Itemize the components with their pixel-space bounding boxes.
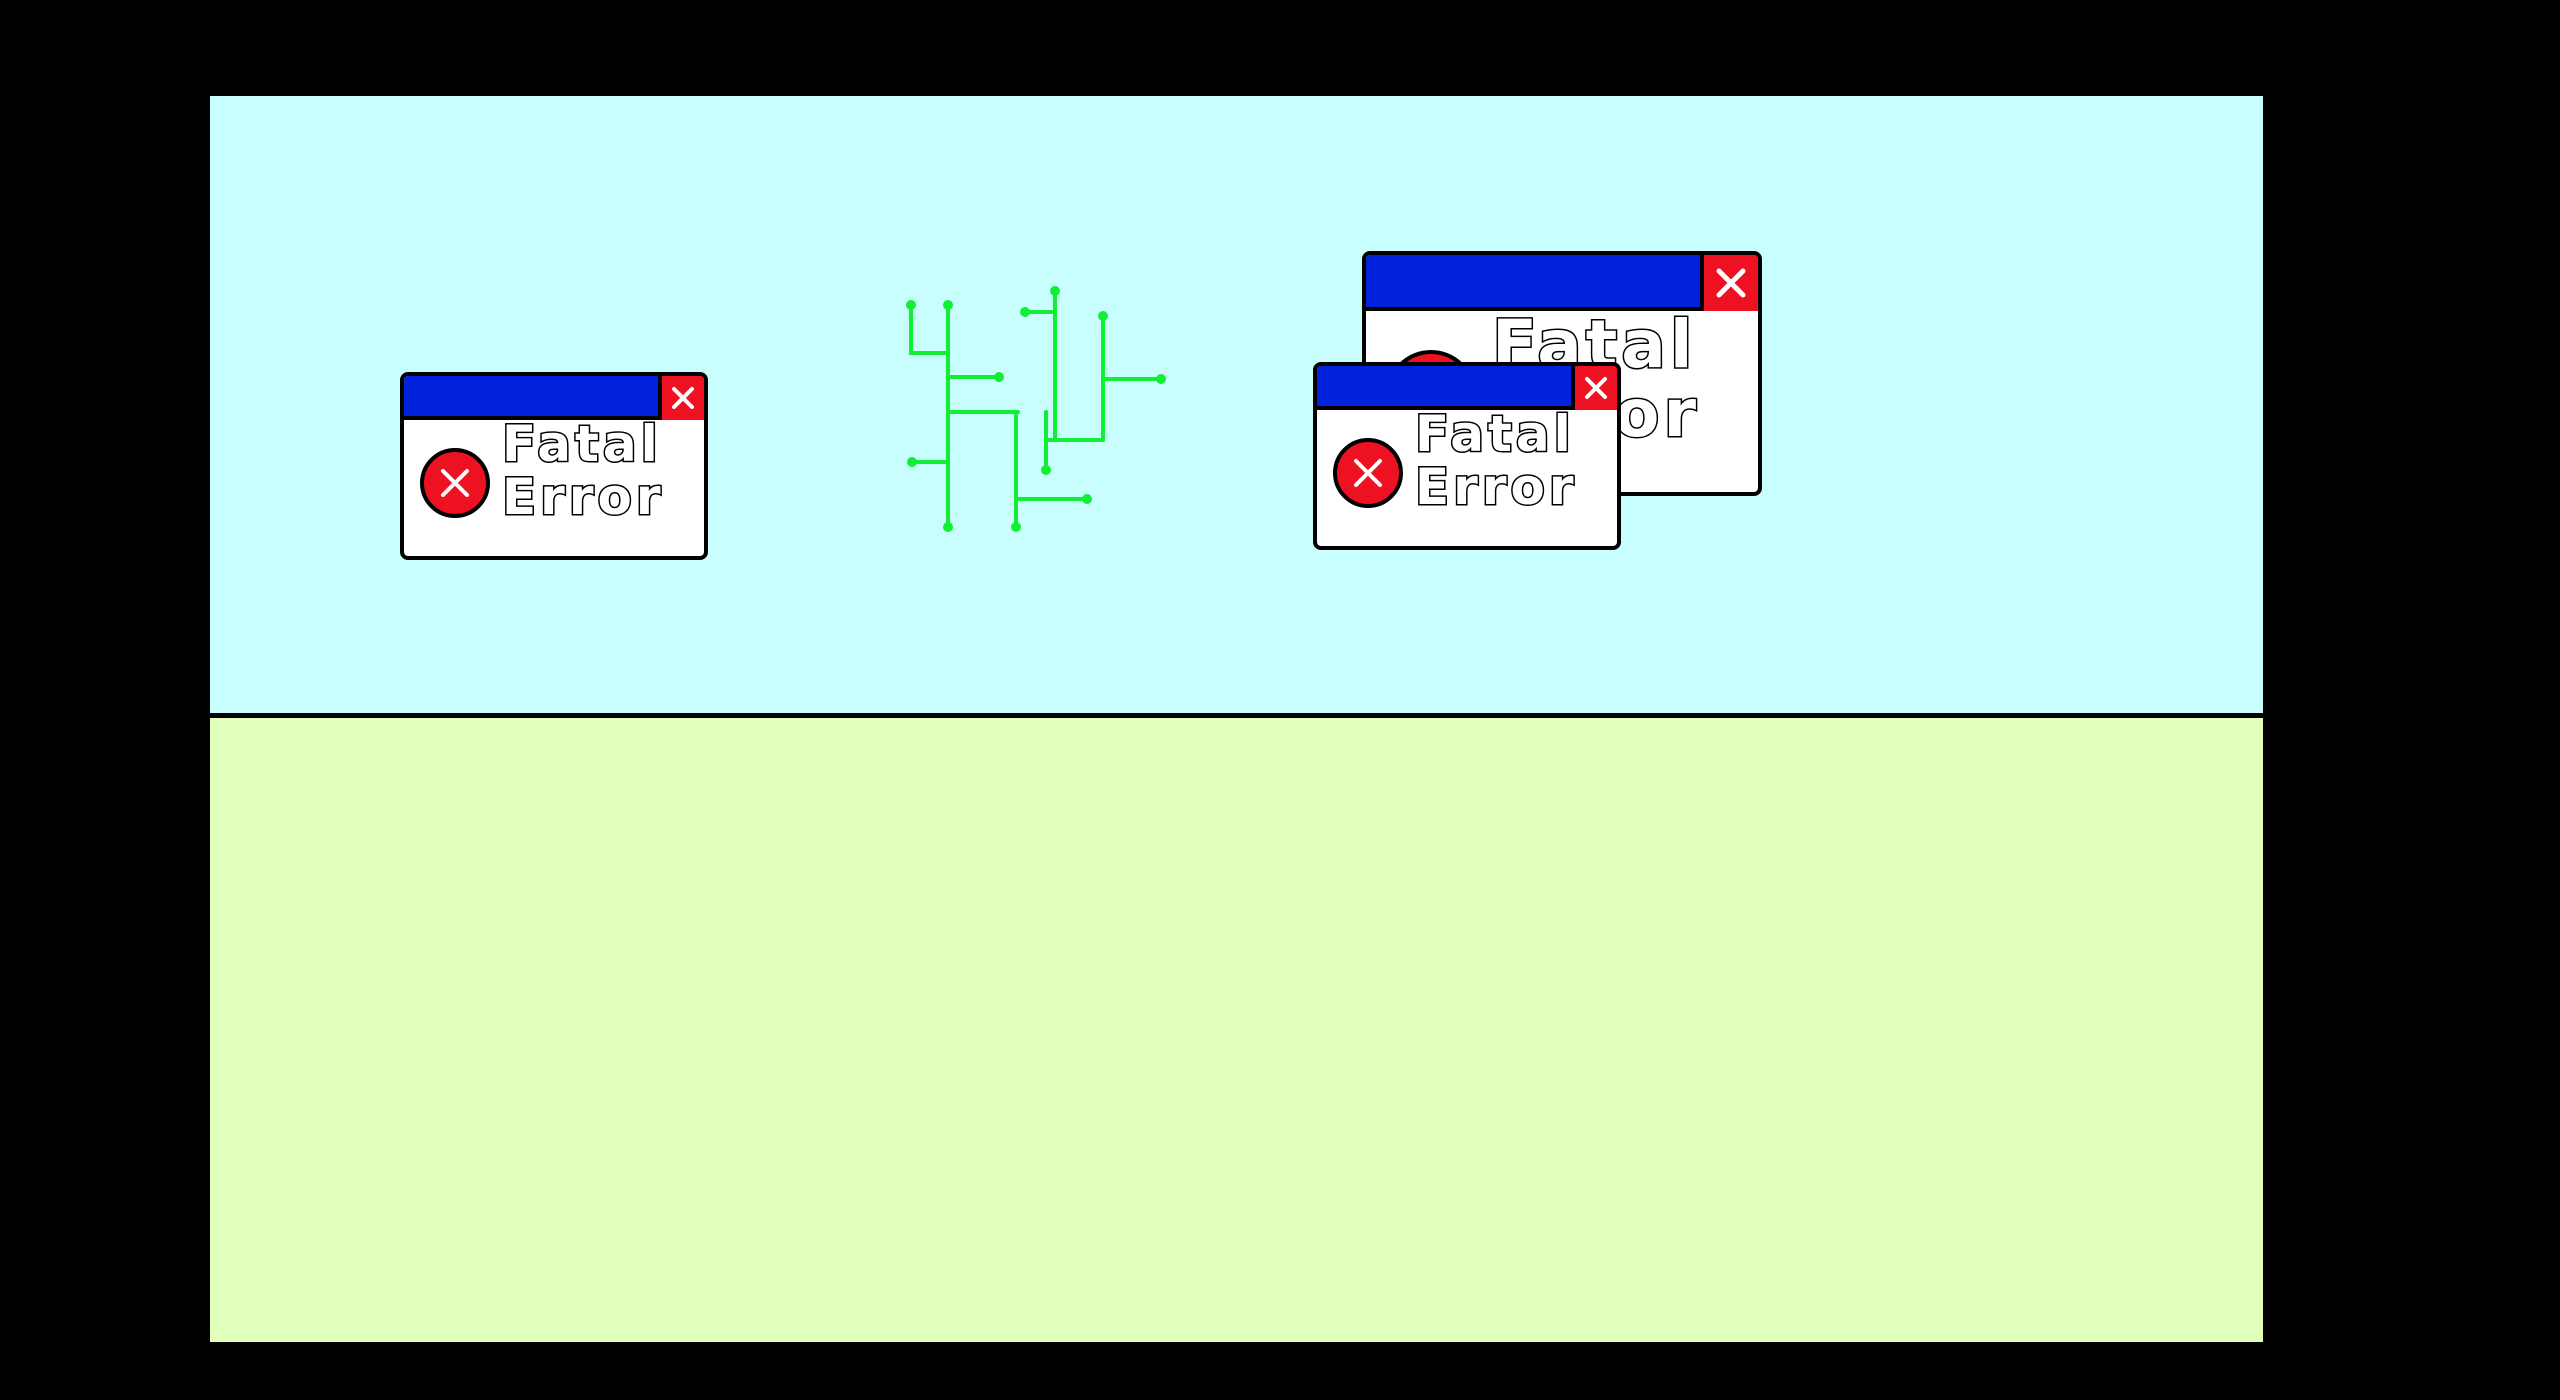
error-message-line1: Fatal <box>500 415 662 473</box>
close-icon[interactable] <box>1700 255 1758 311</box>
error-icon <box>1333 438 1403 508</box>
error-icon <box>420 448 490 518</box>
ground-area <box>210 716 2263 1342</box>
close-icon[interactable] <box>1571 366 1617 410</box>
error-message: Fatal Error <box>1413 405 1578 516</box>
close-icon[interactable] <box>658 376 704 420</box>
horizon-line <box>210 713 2263 718</box>
game-stage: Fatal Error Fatal Error Fatal Error <box>210 96 2263 1342</box>
window-titlebar[interactable] <box>404 376 704 420</box>
error-message-line1: Fatal <box>1413 405 1575 463</box>
error-message: Fatal Error <box>500 415 665 526</box>
fatal-error-window[interactable]: Fatal Error <box>1313 362 1621 550</box>
fatal-error-window[interactable]: Fatal Error <box>400 372 708 560</box>
circuit-tree-icon <box>906 286 1166 532</box>
window-titlebar[interactable] <box>1366 255 1758 311</box>
error-message-line2: Error <box>500 467 665 526</box>
window-titlebar[interactable] <box>1317 366 1617 410</box>
error-message-line2: Error <box>1413 457 1578 516</box>
